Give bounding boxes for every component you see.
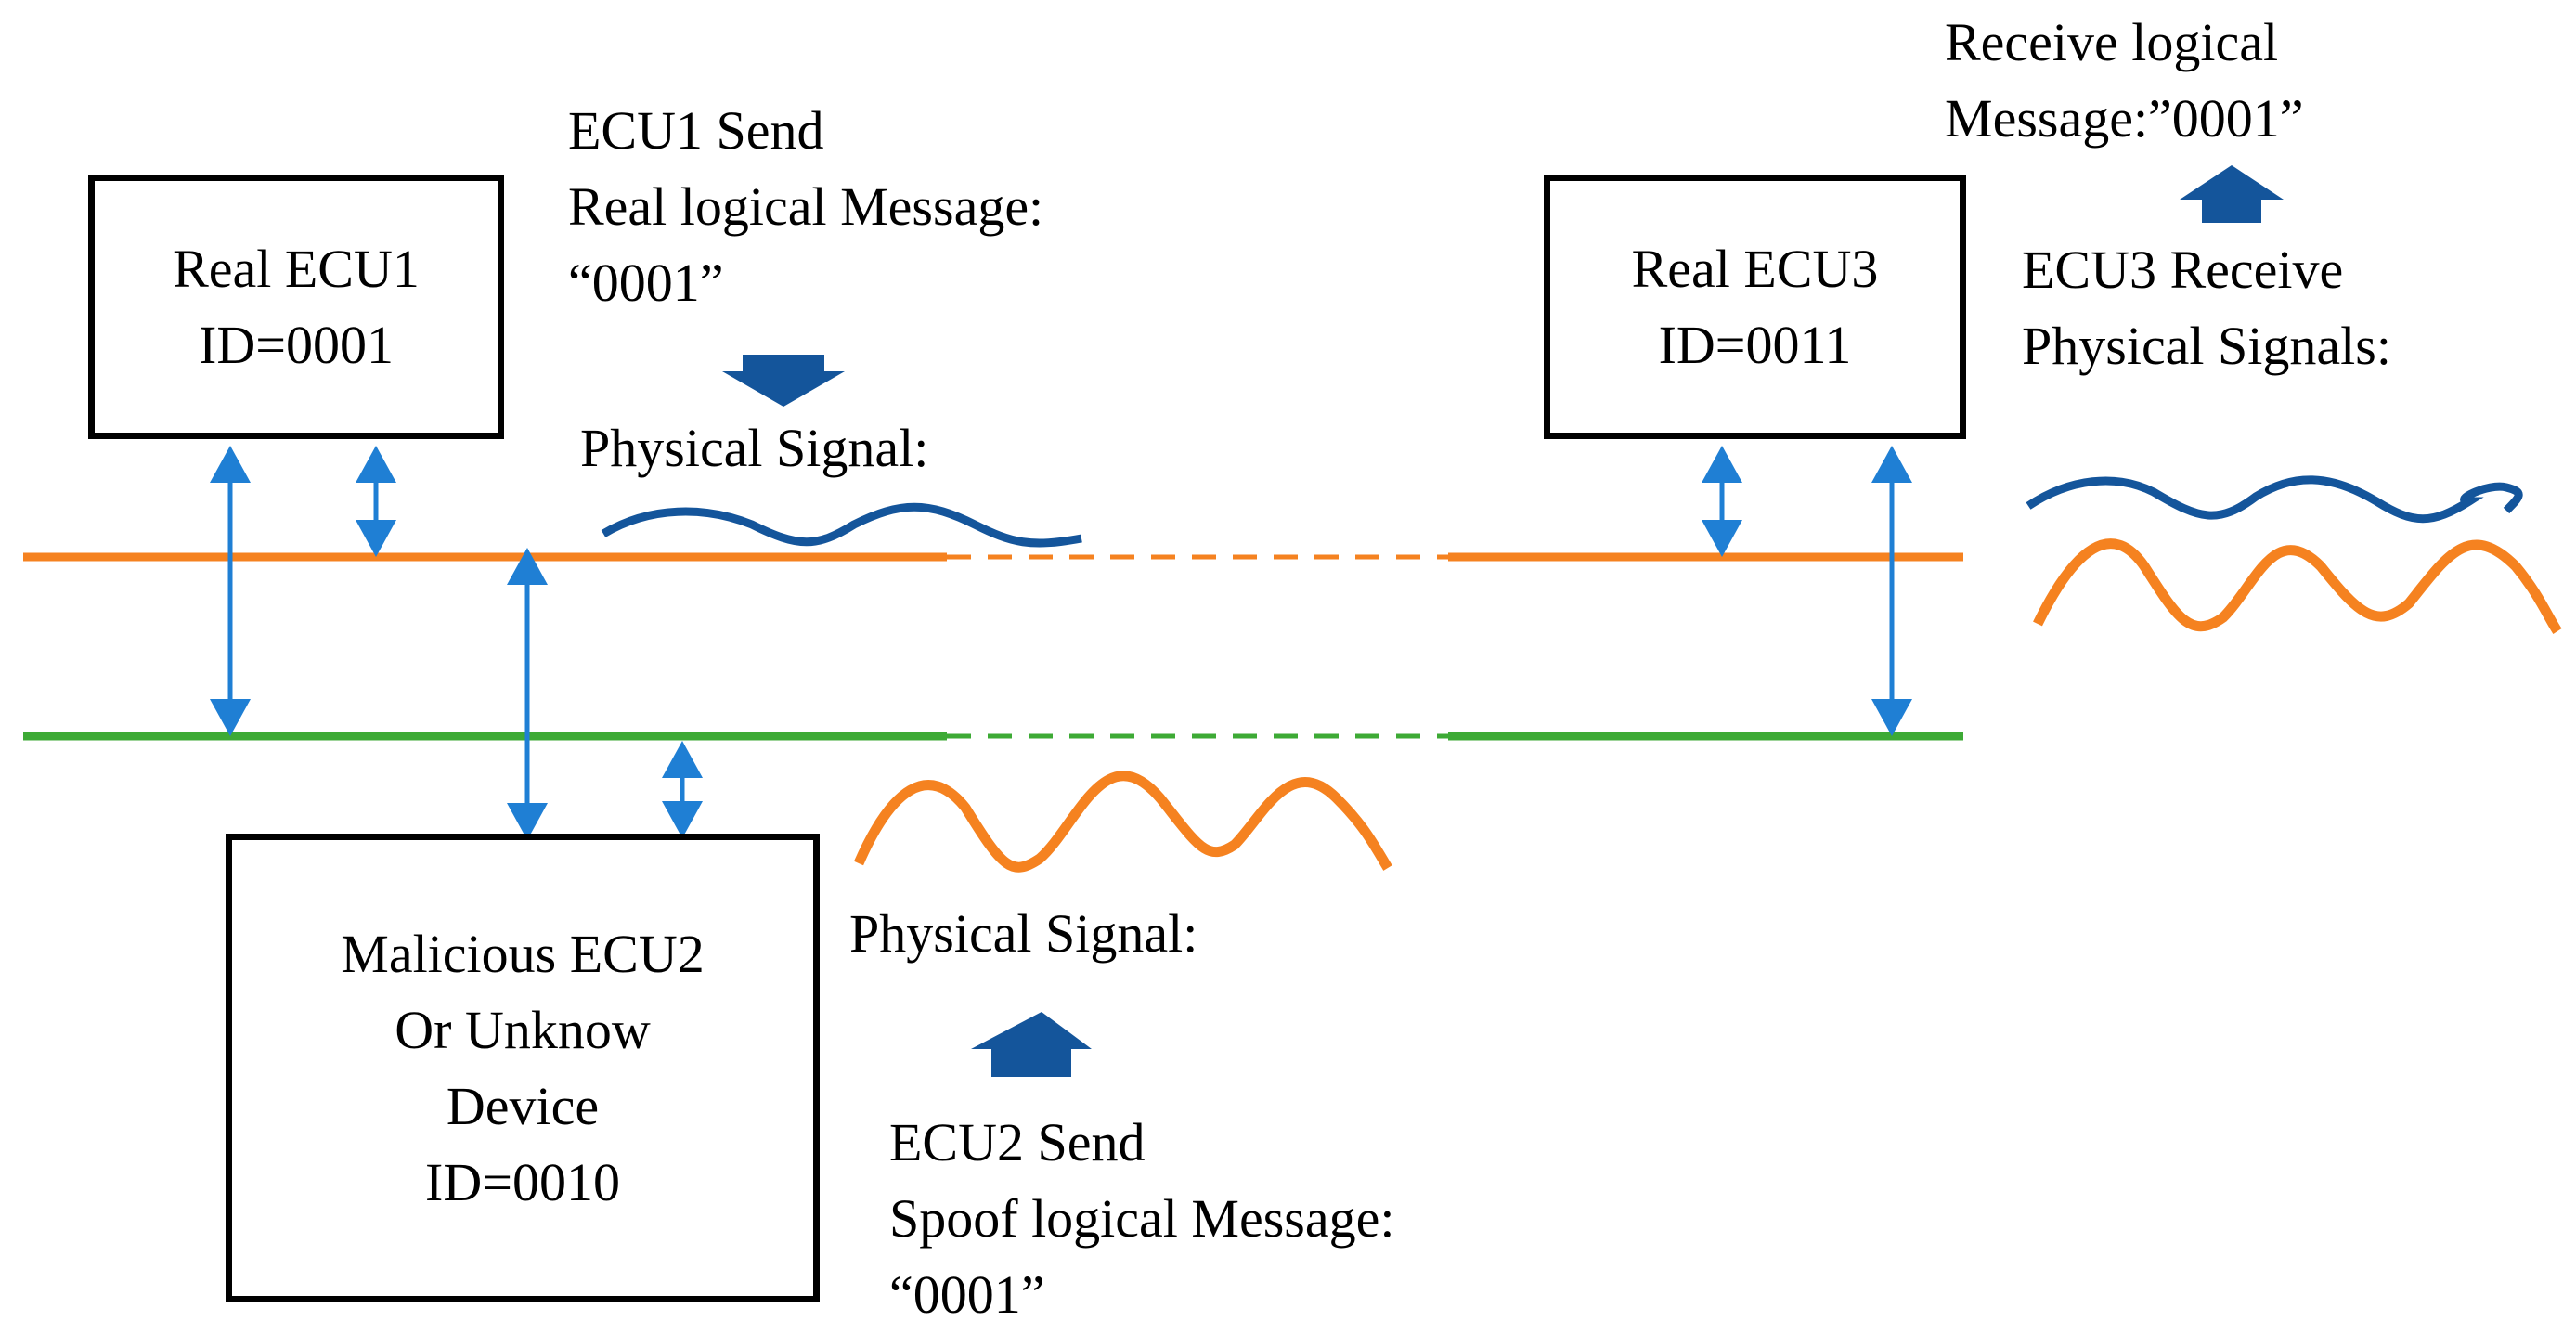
ecu2-box: Malicious ECU2 Or Unknow Device ID=0010 bbox=[226, 834, 820, 1302]
arrow-head-up bbox=[1871, 446, 1912, 483]
ecu2-send-line1: ECU2 Send bbox=[889, 1112, 1146, 1172]
ecu1-physical-signal-wave bbox=[601, 502, 1082, 548]
ecu2-name-line1: Malicious ECU2 bbox=[341, 923, 705, 984]
ecu3-receive-up-arrow bbox=[2180, 165, 2284, 223]
ecu2-send-line2: Spoof logical Message: bbox=[889, 1188, 1395, 1249]
ecu1-box: Real ECU1 ID=0001 bbox=[88, 175, 504, 439]
block-arrows bbox=[722, 165, 2284, 1077]
ecu1-name: Real ECU1 bbox=[173, 238, 420, 299]
arrow-head-down bbox=[1871, 699, 1912, 736]
ecu3-receive-label: ECU3 Receive Physical Signals: bbox=[2022, 232, 2391, 384]
ecu1-send-line3: “0001” bbox=[568, 253, 724, 313]
ecu2-send-label: ECU2 Send Spoof logical Message: “0001” bbox=[889, 1105, 1394, 1333]
ecu3-to-can-high-arrow bbox=[1702, 446, 1742, 557]
arrow-head-down bbox=[507, 803, 548, 840]
arrow-head-down bbox=[356, 520, 396, 557]
arrow-head-up bbox=[356, 446, 396, 483]
ecu3-receive-line2: Physical Signals: bbox=[2022, 316, 2391, 376]
receive-logical-label: Receive logical Message:”0001” bbox=[1945, 5, 2304, 157]
ecu2-physical-signal-label: Physical Signal: bbox=[849, 903, 1198, 964]
ecu1-send-line2: Real logical Message: bbox=[568, 176, 1044, 237]
ecu3-receive-line1: ECU3 Receive bbox=[2022, 240, 2344, 300]
ecu1-to-can-high-arrow bbox=[356, 446, 396, 557]
ecu1-id: ID=0001 bbox=[199, 314, 394, 375]
ecu2-name-line2: Or Unknow bbox=[395, 999, 651, 1060]
arrow-head-up bbox=[210, 446, 251, 483]
ecu3-received-orange-wave bbox=[2033, 538, 2562, 635]
ecu3-received-blue-wave bbox=[2026, 475, 2523, 524]
ecu3-box: Real ECU3 ID=0011 bbox=[1544, 175, 1966, 439]
ecu2-physical-signal-wave bbox=[853, 771, 1392, 873]
arrow-head-down bbox=[210, 699, 251, 736]
ecu1-send-down-arrow bbox=[722, 355, 845, 407]
ecu3-to-can-low-arrow bbox=[1871, 446, 1912, 736]
receive-logical-line1: Receive logical bbox=[1945, 12, 2279, 72]
ecu2-id: ID=0010 bbox=[425, 1151, 620, 1212]
ecu2-send-up-arrow bbox=[971, 1012, 1092, 1077]
ecu2-to-can-low-arrow bbox=[662, 741, 703, 838]
arrow-head-down bbox=[662, 801, 703, 838]
arrow-head-up bbox=[507, 548, 548, 585]
ecu3-id: ID=0011 bbox=[1658, 314, 1852, 375]
receive-logical-line2: Message:”0001” bbox=[1945, 88, 2304, 149]
ecu3-name: Real ECU3 bbox=[1631, 238, 1879, 299]
arrow-head-up bbox=[1702, 446, 1742, 483]
ecu1-send-line1: ECU1 Send bbox=[568, 100, 824, 161]
ecu1-to-can-low-arrow bbox=[210, 446, 251, 736]
ecu2-send-line3: “0001” bbox=[889, 1264, 1045, 1325]
link-arrows bbox=[210, 446, 1912, 840]
ecu1-send-label: ECU1 Send Real logical Message: “0001” bbox=[568, 93, 1043, 321]
arrow-head-down bbox=[1702, 520, 1742, 557]
ecu2-name-line3: Device bbox=[446, 1075, 600, 1136]
ecu1-physical-signal-label: Physical Signal: bbox=[580, 418, 929, 478]
arrow-head-up bbox=[662, 741, 703, 778]
signal-waves bbox=[601, 475, 2562, 873]
ecu2-to-can-high-arrow bbox=[507, 548, 548, 840]
